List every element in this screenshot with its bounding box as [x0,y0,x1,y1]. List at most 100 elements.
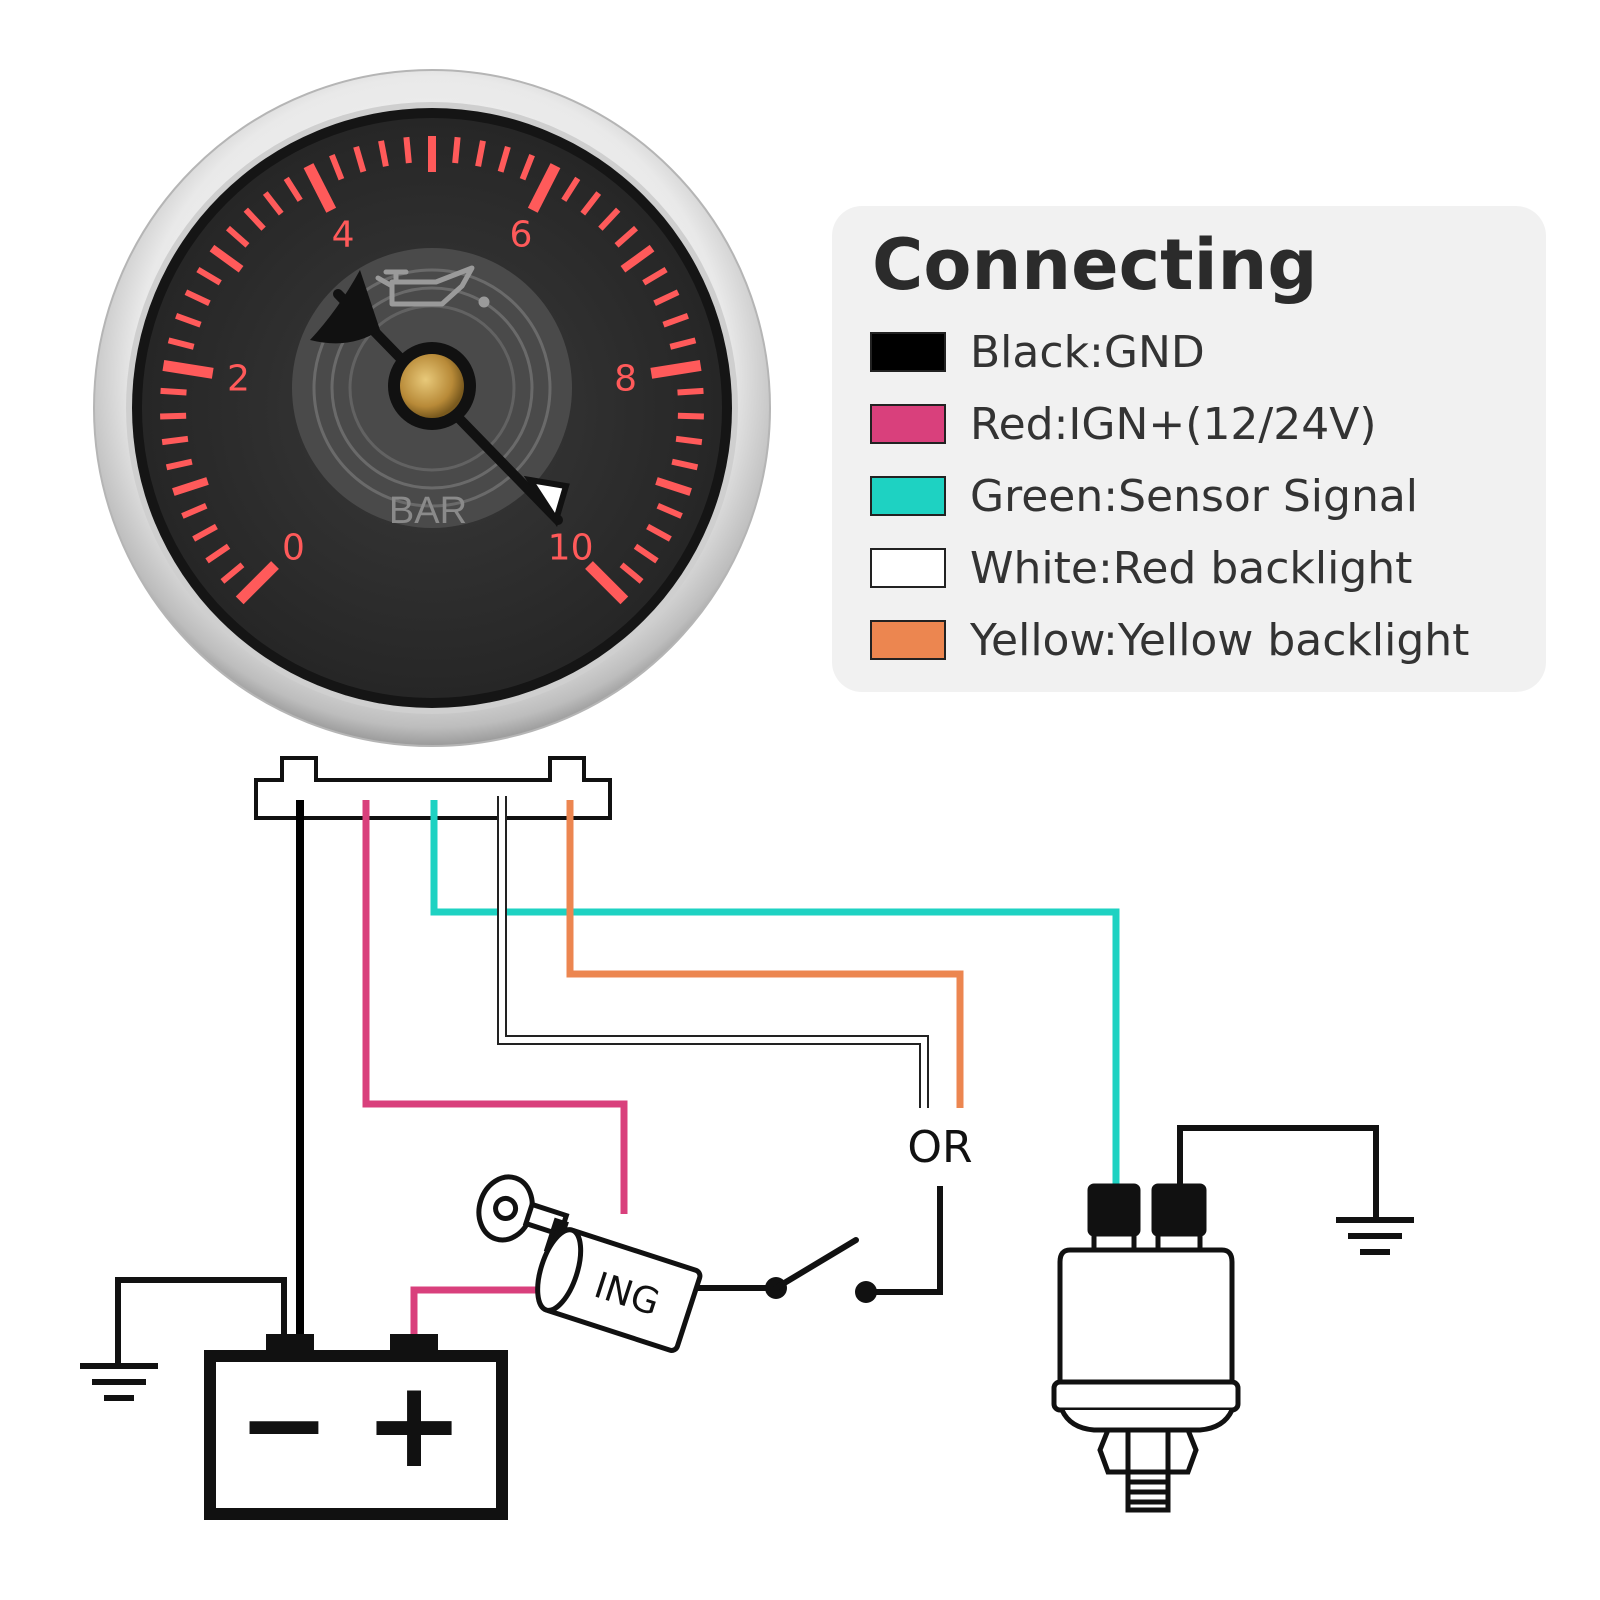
gauge-minor-tick [220,562,245,584]
legend-label: Black:GND [970,326,1205,378]
legend-label: White:Red backlight [970,542,1413,594]
sensor-hex-nut [1097,1427,1199,1475]
battery-body [204,1350,508,1520]
legend-panel: Connecting Black:GND Red:IGN+(12/24V) Gr… [832,206,1546,692]
gauge-minor-tick [205,543,231,564]
white-wire [499,796,927,1108]
gauge-minor-tick [209,244,244,273]
gauge-minor-tick [475,140,486,167]
ignition-key-icon: ING [476,1174,703,1353]
legend-swatch [870,332,946,372]
sensor-terminal-signal [1087,1183,1141,1237]
gauge-scale-label: 4 [332,214,355,255]
gauge-minor-tick [283,176,303,202]
gauge-minor-tick [353,145,367,173]
legend-title: Connecting [872,224,1318,306]
gauge-needle-cap [400,354,464,418]
gauge-minor-tick [653,289,680,306]
battery-plus-sign: + [364,1356,465,1495]
gauge-minor-tick [262,191,284,216]
gauge-major-tick [162,360,214,379]
ignition-switch-contact [765,1237,877,1303]
battery-ground-wire [115,1277,287,1364]
gauge-center-ring [330,286,534,490]
legend-item-yellow: Yellow:Yellow backlight [870,615,1469,666]
gauge-minor-tick [677,412,704,420]
connector-plug [254,756,612,820]
legend-swatch [870,620,946,660]
or-label: OR [907,1122,972,1173]
oil-pressure-sensor [1051,1183,1241,1513]
white-wire-outline [497,796,929,1108]
sensor-ground-wire [1177,1125,1379,1218]
battery: − + [204,1334,508,1520]
gauge-minor-tick [642,266,668,286]
gauge-minor-tick [160,412,187,420]
legend-item-red: Red:IGN+(12/24V) [870,399,1377,450]
gauge-minor-tick [172,477,209,496]
gauge-scale-label: 0 [282,528,305,569]
gauge-minor-tick [561,176,581,202]
gauge-minor-tick [662,313,689,328]
battery-minus-sign: − [238,1360,330,1488]
gauge-minor-tick [619,562,644,584]
gauge-minor-tick [675,435,703,446]
gauge-minor-tick [175,313,202,328]
gauge-minor-tick [192,523,218,542]
gauge-minor-tick [580,191,602,216]
red-wire-ign [362,800,628,1214]
gauge-minor-tick [167,337,195,350]
gauge-minor-tick [160,387,187,396]
gauge-scale-label: 8 [614,358,637,399]
gauge-minor-tick [165,458,193,471]
wires [115,796,1379,1364]
ground-symbol-sensor [1336,1217,1414,1255]
gauge-major-tick [585,561,629,605]
gauge-minor-tick [620,244,655,273]
gauge-minor-tick [181,502,208,519]
gauge-minor-tick [243,207,266,231]
gauge-major-tick [303,163,337,213]
legend-swatch [870,404,946,444]
legend-swatch [870,476,946,516]
gauge-minor-tick [161,435,189,446]
gauge-major-tick [650,360,702,379]
sensor-body [1057,1247,1235,1389]
legend-item-white: White:Red backlight [870,543,1412,594]
green-wire [430,800,1120,1186]
gauge-minor-tick [329,153,345,181]
gauge-major-tick [527,163,561,213]
gauge-minor-tick [519,153,535,181]
red-wire-battery [410,1286,546,1335]
yellow-wire [566,800,964,1108]
gauge-minor-tick [452,136,461,164]
gauge-minor-tick [671,458,699,471]
ground-symbol-battery [80,1363,158,1401]
legend-label: Red:IGN+(12/24V) [970,398,1377,450]
gauge-scale-label: 2 [227,358,250,399]
gauge-minor-tick [598,207,621,231]
switch-output-wire [866,1186,943,1295]
gauge-minor-tick [225,225,250,248]
legend-label: Green:Sensor Signal [970,470,1419,522]
gauge-scale-ticks [160,136,704,605]
gauge-minor-tick [655,477,692,496]
gauge-center-ring [312,268,552,508]
gauge-scale-label: 10 [548,528,594,569]
gauge-minor-tick [497,145,511,173]
gauge-minor-tick [646,523,672,542]
sensor-terminal-ground [1151,1183,1207,1237]
legend-swatch [870,548,946,588]
gauge-minor-tick [184,289,211,306]
gauge-minor-tick [677,387,704,396]
gauge-minor-tick [403,136,412,164]
gauge-minor-tick [669,337,697,350]
gauge-minor-tick [633,543,659,564]
gauge-minor-tick [614,225,639,248]
gauge-minor-tick [196,266,222,286]
gauge-major-tick [235,561,279,605]
gauge-unit-label: BAR [389,490,467,532]
